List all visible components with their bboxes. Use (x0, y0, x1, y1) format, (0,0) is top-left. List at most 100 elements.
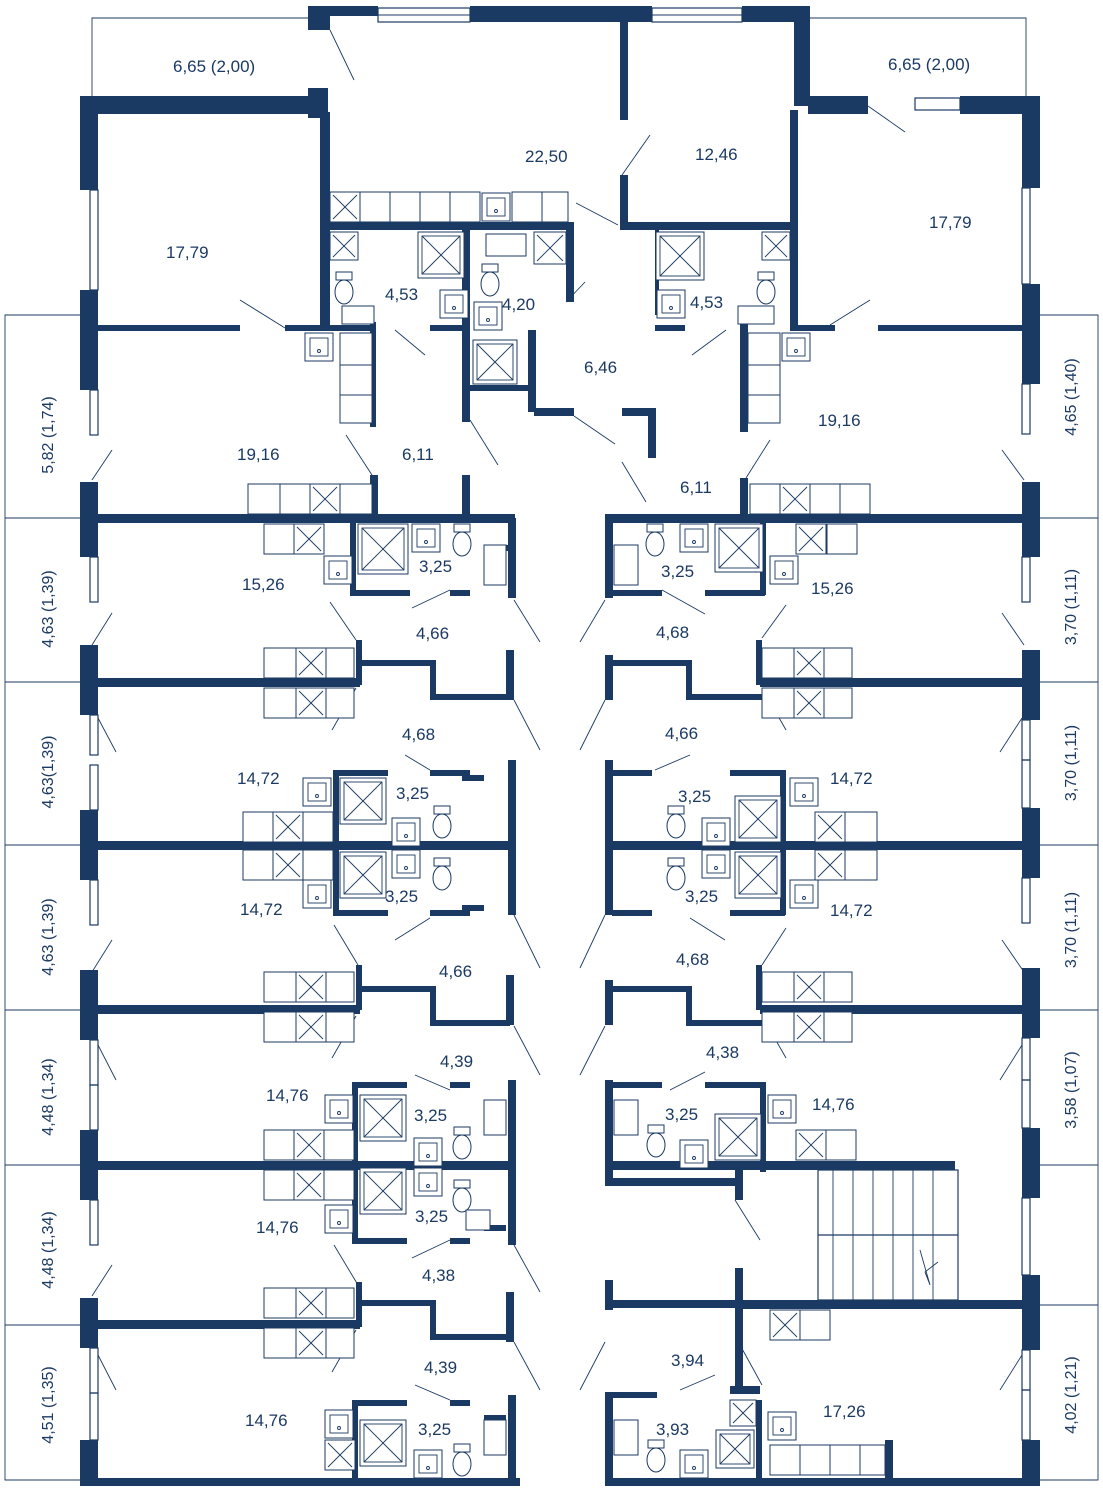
cabinet (279, 483, 313, 515)
cabinet (339, 364, 373, 396)
sink-icon (789, 777, 819, 807)
cabinet (737, 305, 775, 325)
cabinet (749, 483, 781, 515)
toilet-icon (334, 271, 354, 305)
cabinet (823, 687, 853, 719)
cabinet (839, 483, 871, 515)
cabinet (325, 1287, 355, 1319)
toilet-icon (645, 523, 665, 557)
sink-icon (701, 817, 731, 847)
stove-icon (769, 1309, 801, 1341)
area-label: 19,16 (237, 445, 280, 464)
area-label: 3,25 (418, 1420, 451, 1439)
stove-icon (295, 647, 327, 679)
shower-icon (359, 1419, 407, 1467)
balcony-label: 3,70 (1,11) (1063, 892, 1080, 968)
sink-icon (391, 849, 421, 879)
stove-icon (533, 231, 567, 265)
cabinet (826, 523, 858, 555)
balcony-area-labels: 5,82 (1,74) 4,63 (1,39) 4,63(1,39) 4,63 … (40, 358, 1080, 1443)
area-label: 15,26 (242, 575, 285, 594)
cabinet (761, 971, 795, 1003)
area-label: 17,79 (929, 213, 972, 232)
stairwell (817, 1169, 959, 1301)
cabinet (263, 971, 297, 1003)
cabinet (613, 1099, 639, 1136)
cabinet (825, 1129, 857, 1161)
shower-icon (417, 231, 465, 279)
cabinet (485, 233, 527, 257)
cabinet (823, 1011, 853, 1043)
stove-icon (295, 687, 327, 719)
area-label: 3,25 (414, 1106, 447, 1125)
cabinet (809, 483, 841, 515)
cabinet (747, 332, 781, 366)
sink-icon (413, 1449, 443, 1479)
shower-icon (359, 1094, 407, 1142)
stove-icon (793, 687, 825, 719)
stove-icon (779, 483, 811, 515)
toilet-icon (756, 271, 776, 305)
cabinet (302, 849, 334, 881)
area-label: 4,39 (424, 1358, 457, 1377)
cabinet (483, 1099, 507, 1136)
stove-icon (793, 647, 825, 679)
area-label: 6,65 (2,00) (888, 55, 970, 74)
toilet-icon (452, 1443, 472, 1477)
stove-icon (729, 1399, 757, 1427)
stove-icon (793, 971, 825, 1003)
area-label: 14,76 (256, 1218, 299, 1237)
stove-icon (272, 849, 304, 881)
area-label: 14,72 (830, 901, 873, 920)
area-label: 22,50 (525, 147, 568, 166)
cabinet (263, 1129, 295, 1161)
area-label: 12,46 (695, 145, 738, 164)
stove-icon (814, 811, 846, 843)
cabinet (613, 1419, 639, 1456)
area-label: 3,25 (415, 1207, 448, 1226)
shower-icon (339, 851, 387, 899)
cabinet (761, 687, 795, 719)
stove-icon (795, 1129, 827, 1161)
area-label: 6,46 (584, 358, 617, 377)
sink-icon (324, 1409, 354, 1439)
cabinet (541, 191, 569, 223)
stove-icon (295, 1011, 327, 1043)
cabinet (339, 394, 373, 424)
sink-icon (391, 817, 421, 847)
area-label: 6,65 (2,00) (173, 57, 255, 76)
area-label: 4,38 (706, 1043, 739, 1062)
cabinet (302, 811, 334, 843)
cabinet (242, 811, 274, 843)
stove-icon (793, 1011, 825, 1043)
cabinet (761, 1011, 795, 1043)
balcony-label: 3,70 (1,11) (1063, 725, 1080, 801)
area-label: 14,72 (237, 769, 280, 788)
area-label: 4,53 (385, 285, 418, 304)
cabinet (323, 1129, 355, 1161)
sink-icon (679, 523, 709, 553)
balcony-label: 4,48 (1,34) (40, 1211, 57, 1288)
stove-icon (329, 191, 361, 223)
cabinet (242, 849, 274, 881)
toilet-icon (452, 1179, 472, 1213)
area-label: 6,11 (402, 445, 434, 464)
toilet-icon (666, 805, 686, 839)
toilet-icon (432, 857, 452, 891)
cabinet (389, 191, 421, 223)
balcony-label: 4,63 (1,39) (40, 898, 57, 975)
shower-icon (714, 1113, 762, 1161)
sink-icon (767, 1094, 797, 1124)
shower-icon (655, 231, 705, 281)
cabinet (323, 1169, 355, 1201)
area-label: 14,76 (266, 1086, 309, 1105)
sink-icon (439, 289, 469, 319)
fixtures (242, 191, 886, 1479)
area-label: 3,93 (656, 1420, 689, 1439)
toilet-icon (432, 805, 452, 839)
sink-icon (701, 849, 731, 879)
sink-icon (789, 879, 819, 909)
cabinet (325, 1327, 355, 1359)
area-label: 6,11 (680, 478, 712, 497)
stove-icon (814, 849, 846, 881)
